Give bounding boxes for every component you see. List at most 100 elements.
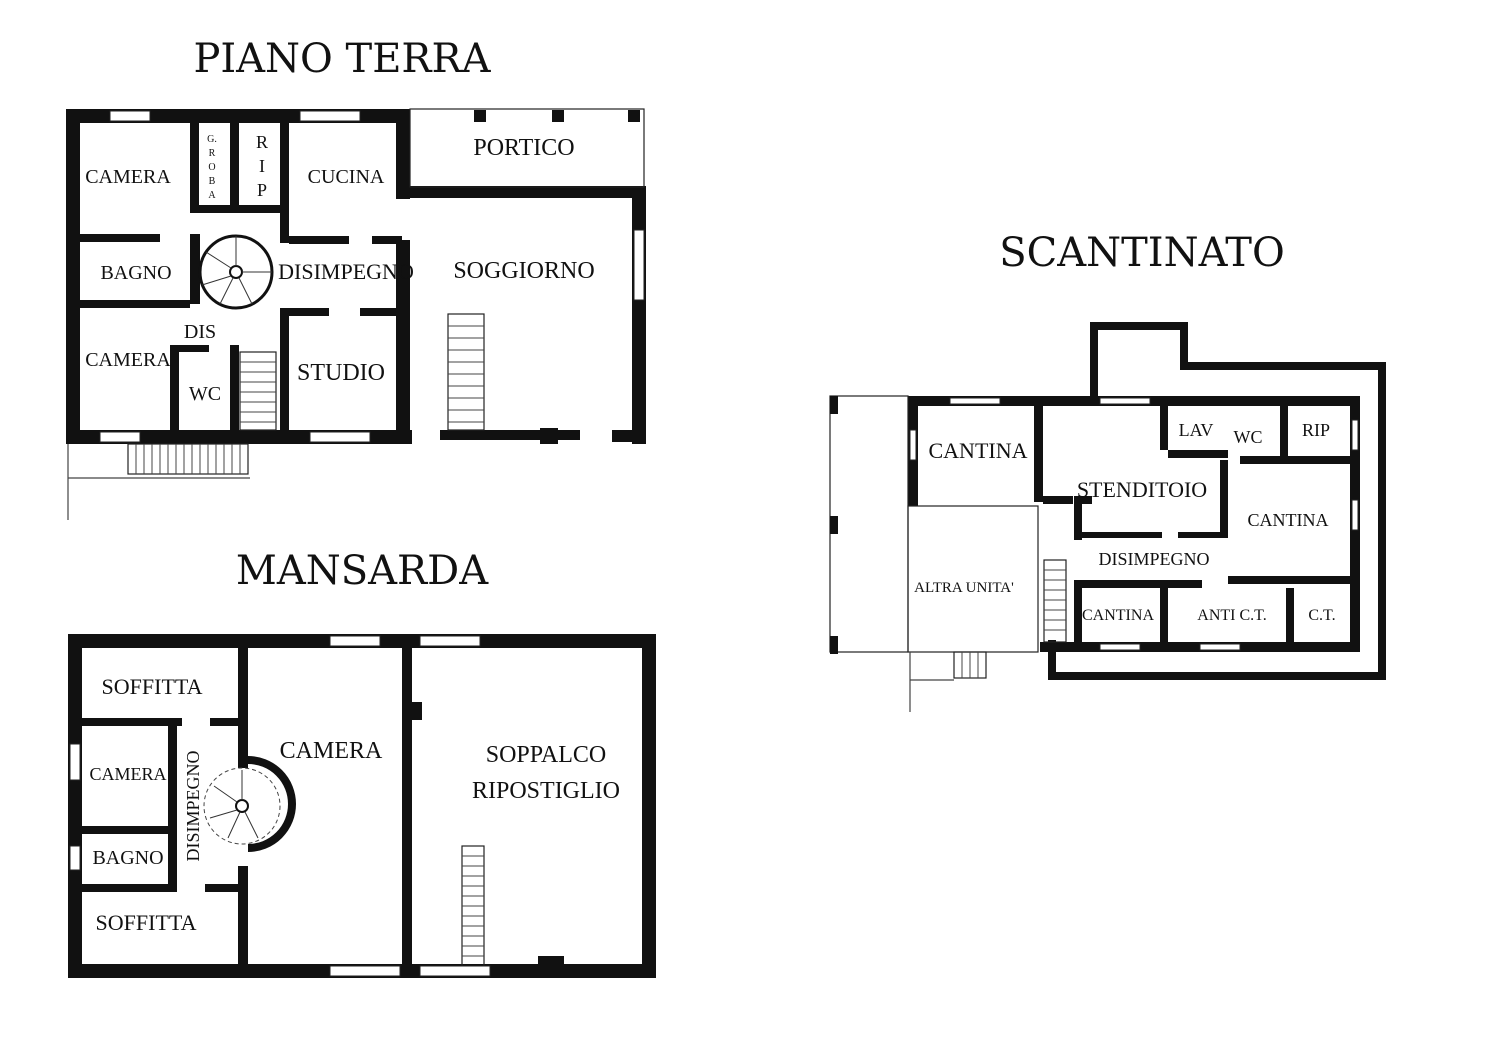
wall (1180, 322, 1188, 368)
room-label-rip: I (259, 156, 265, 176)
room-label-rip: RIP (1302, 420, 1330, 440)
window (949, 397, 1001, 405)
spiral-staircase-outline (203, 767, 281, 845)
wall (1178, 532, 1228, 538)
room-label-ct: C.T. (1308, 607, 1335, 624)
window (419, 965, 491, 977)
wall (230, 345, 239, 435)
wall (396, 240, 410, 444)
wall (80, 234, 160, 242)
wall (1220, 460, 1228, 532)
wall (1160, 588, 1168, 646)
room-label-bagno: BAGNO (92, 847, 163, 869)
altra-unita-outline (907, 505, 1039, 653)
wall (238, 648, 248, 768)
scantinato-title: SCANTINATO (999, 230, 1285, 276)
window (909, 429, 917, 461)
wall (170, 345, 179, 435)
piano-terra-title: PIANO TERRA (193, 36, 491, 82)
room-label-disimpegno: DISIMPEGNO (278, 259, 414, 284)
room-label-studio: STUDIO (297, 360, 385, 386)
wall (1074, 580, 1082, 646)
wall (1378, 362, 1386, 680)
spiral-staircase (247, 756, 296, 852)
wall (210, 718, 238, 726)
wall (412, 702, 422, 720)
spiral-staircase-core (235, 799, 249, 813)
room-label-soggiorno: SOGGIORNO (453, 258, 594, 284)
window (69, 743, 81, 781)
adjacent-outline (829, 395, 909, 653)
wall (1280, 406, 1288, 460)
wall (396, 109, 410, 199)
entry-steps (67, 443, 250, 520)
room-label-camera: CAMERA (85, 166, 171, 188)
room-label-altra-unita: ALTRA UNITA' (914, 580, 1014, 596)
wall (396, 186, 646, 198)
chimney (538, 956, 564, 978)
wall (190, 205, 280, 213)
window (109, 110, 151, 122)
window (309, 431, 371, 443)
window (419, 635, 481, 647)
wall (80, 300, 190, 308)
window (329, 965, 401, 977)
mansarda-title: MANSARDA (236, 548, 489, 594)
room-label-cantina: CANTINA (1082, 607, 1154, 624)
room-label-rip: R (256, 132, 268, 152)
wall (1034, 406, 1043, 502)
room-label-cucina: CUCINA (308, 166, 385, 188)
wall (66, 109, 80, 444)
wall (190, 123, 199, 213)
wall (230, 123, 239, 213)
wall (1240, 456, 1350, 464)
staircase-steps (201, 236, 272, 305)
room-label-bagno: BAGNO (100, 262, 171, 284)
room-label-dis: DIS (184, 321, 216, 343)
window (1099, 643, 1141, 651)
wall (1286, 588, 1294, 646)
wall (642, 634, 656, 978)
room-label-soffitta: SOFFITTA (102, 674, 203, 699)
room-label-groba: B (209, 176, 216, 187)
piano-terra-plan: PIANO TERRA (66, 36, 646, 520)
window (1199, 643, 1241, 651)
wall (1090, 322, 1098, 400)
room-label-camera: CAMERA (89, 764, 166, 784)
wall (372, 236, 402, 244)
room-label-ripostiglio: RIPOSTIGLIO (472, 778, 620, 804)
wall (82, 884, 177, 892)
room-label-rip: P (257, 180, 267, 200)
wall (168, 726, 177, 886)
wall (830, 396, 838, 414)
wall (1048, 672, 1386, 680)
wall (280, 123, 289, 243)
room-label-disimpegno: DISIMPEGNO (183, 750, 203, 861)
wall (68, 634, 82, 978)
staircase-soggiorno (447, 313, 485, 431)
wall (179, 345, 209, 352)
portico-pillar (628, 110, 640, 122)
room-label-soppalco: SOPPALCO (486, 742, 607, 768)
wall (82, 826, 168, 834)
room-label-groba: R (209, 148, 216, 159)
scantinato-plan: SCANTINATO (829, 230, 1386, 712)
room-label-stenditoio: STENDITOIO (1077, 477, 1207, 502)
portico-pillar (474, 110, 486, 122)
room-label-cantina: CANTINA (1248, 510, 1329, 530)
room-label-wc: WC (189, 383, 221, 405)
wall (1048, 640, 1056, 680)
room-label-groba: G. (207, 134, 217, 145)
room-label-lav: LAV (1179, 420, 1214, 440)
wall (1082, 532, 1162, 538)
wall (82, 718, 182, 726)
wall (280, 308, 289, 435)
window (1351, 419, 1359, 451)
staircase-scantinato (1043, 559, 1067, 643)
chimney (540, 428, 558, 444)
room-label-groba: O (208, 162, 215, 173)
staircase-studio (239, 351, 277, 431)
wall (205, 884, 238, 892)
